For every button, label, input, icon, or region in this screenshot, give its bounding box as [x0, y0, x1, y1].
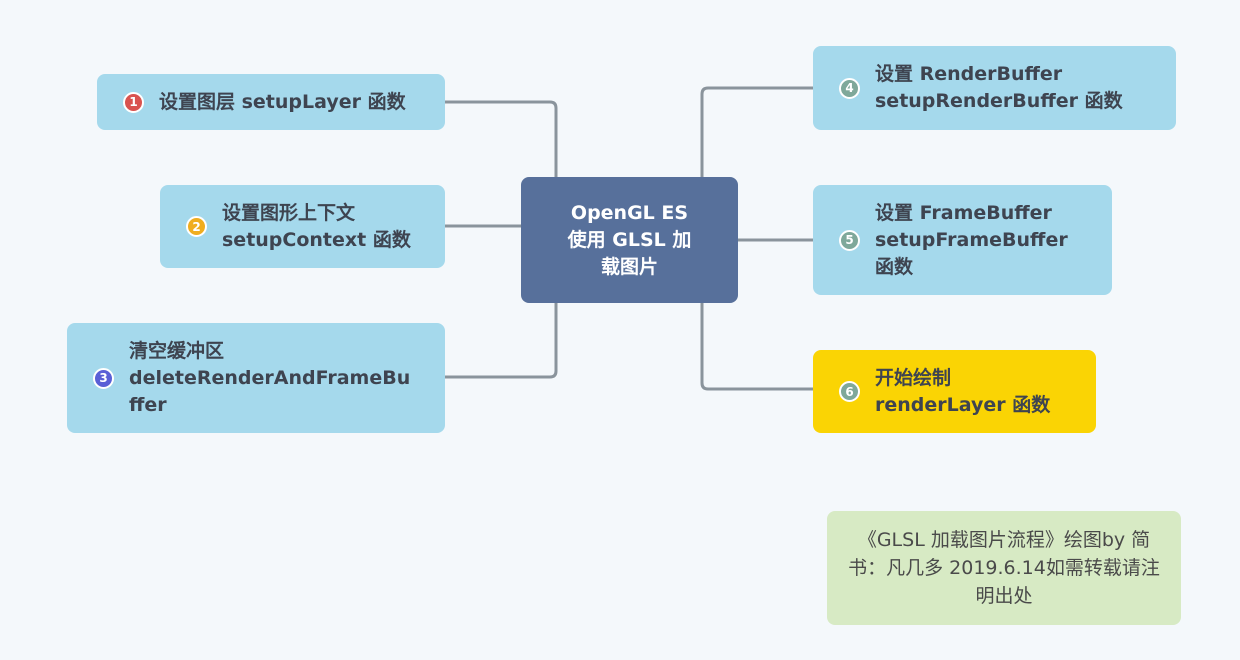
connector-node-3 — [445, 303, 558, 379]
topic-node-4[interactable]: 4 设置 RenderBuffer setupRenderBuffer 函数 — [813, 46, 1176, 130]
node-5-label-line-1: 设置 FrameBuffer — [875, 201, 1052, 224]
connector-node-6 — [700, 303, 813, 391]
number-badge-1: 1 — [123, 91, 144, 113]
number-badge-3: 3 — [93, 367, 114, 389]
topic-node-6[interactable]: 6 开始绘制 renderLayer 函数 — [813, 350, 1096, 433]
topic-node-1[interactable]: 1 设置图层 setupLayer 函数 — [97, 74, 445, 130]
topic-node-2[interactable]: 2 设置图形上下文 setupContext 函数 — [160, 185, 445, 268]
number-badge-6: 6 — [839, 381, 860, 402]
attribution-note-text: 《GLSL 加载图片流程》绘图by 简书：凡几多 2019.6.14如需转载请注… — [848, 529, 1160, 607]
connector-node-1 — [445, 100, 558, 177]
topic-node-5[interactable]: 5 设置 FrameBuffer setupFrameBuffer 函数 — [813, 185, 1112, 295]
node-3-label-line-3: ffer — [129, 393, 167, 416]
node-1-label: 设置图层 setupLayer 函数 — [159, 90, 406, 113]
node-2-label-line-1: 设置图形上下文 — [222, 201, 356, 224]
node-6-label-line-1: 开始绘制 — [875, 366, 952, 389]
central-topic[interactable]: OpenGL ES 使用 GLSL 加 载图片 — [521, 177, 738, 303]
central-topic-line-3: 载图片 — [600, 255, 658, 278]
node-3-label-line-1: 清空缓冲区 — [129, 339, 225, 362]
node-5-label-line-2: setupFrameBuffer — [875, 228, 1068, 251]
node-5-label-line-3: 函数 — [875, 255, 914, 278]
node-4-label-line-1: 设置 RenderBuffer — [875, 63, 1063, 85]
node-4-label-line-2: setupRenderBuffer 函数 — [875, 90, 1123, 112]
central-topic-line-1: OpenGL ES — [570, 201, 689, 224]
node-3-label-line-2: deleteRenderAndFrameBu — [129, 366, 411, 389]
central-topic-line-2: 使用 GLSL 加 — [567, 228, 692, 251]
attribution-note: 《GLSL 加载图片流程》绘图by 简书：凡几多 2019.6.14如需转载请注… — [827, 511, 1181, 625]
connector-node-4 — [700, 86, 813, 177]
number-badge-4: 4 — [839, 77, 860, 99]
topic-node-3[interactable]: 3 清空缓冲区 deleteRenderAndFrameBu ffer — [67, 323, 445, 433]
number-badge-2: 2 — [186, 216, 207, 237]
number-badge-5: 5 — [839, 229, 860, 251]
node-2-label-line-2: setupContext 函数 — [222, 228, 411, 251]
node-6-label-line-2: renderLayer 函数 — [875, 393, 1051, 416]
